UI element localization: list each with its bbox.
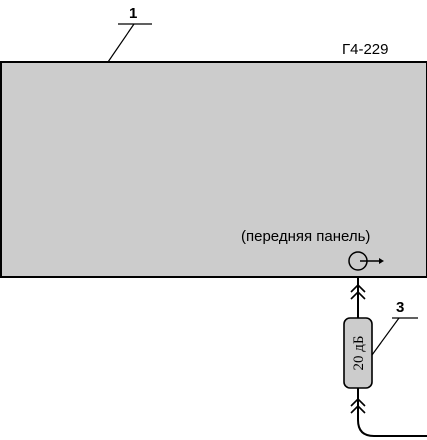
cable-attenuator-output [357,388,427,437]
attenuator: 20 дБ [343,317,373,389]
attenuator-label: 20 дБ [351,336,367,371]
front-panel-label: (передняя панель) [241,228,370,245]
double-chevron-connector-icon [350,397,366,414]
callout-attenuator: 3 [371,299,418,356]
rf-output-connector-icon [348,251,384,271]
generator-model-label: Г4-229 [342,41,389,58]
double-chevron-connector-icon [350,283,366,300]
callout-device-number: 1 [129,5,137,22]
callout-attenuator-number: 3 [396,299,404,316]
callout-device: 1 [107,5,152,63]
callout-device-leader [107,23,135,63]
callout-attenuator-leader [371,317,400,356]
generator-body [0,61,427,278]
